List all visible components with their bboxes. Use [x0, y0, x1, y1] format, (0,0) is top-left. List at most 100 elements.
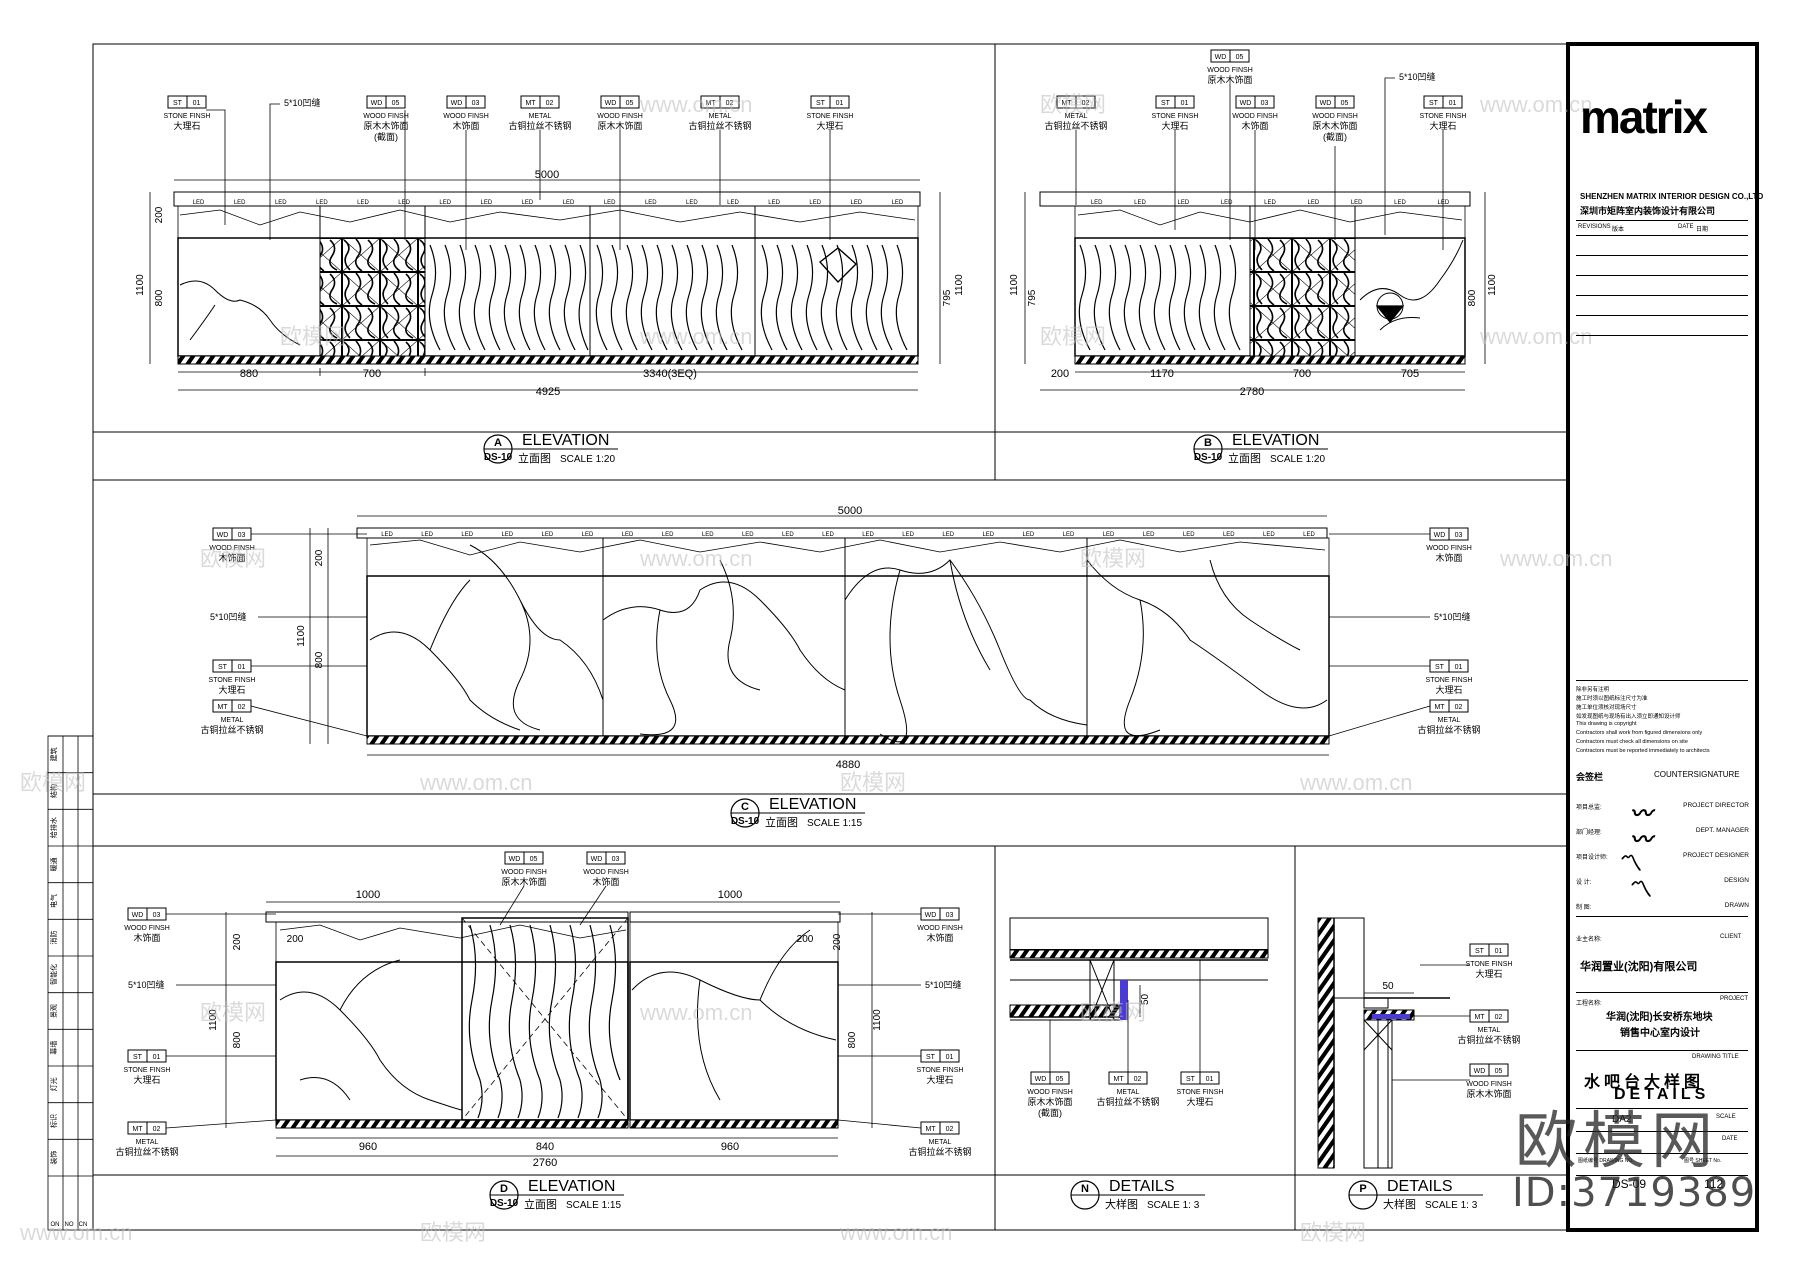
led-label: LED: [862, 532, 874, 538]
led-label: LED: [1264, 200, 1276, 206]
tag-type: METAL: [529, 113, 552, 120]
note-c-groove-left: 5*10凹缝: [210, 611, 247, 622]
company-name-cn: 深圳市矩阵室内装饰设计有限公司: [1580, 206, 1716, 216]
tag-type: METAL: [1065, 113, 1088, 120]
tag-code: WD: [132, 912, 144, 919]
dim-d-1000-right: 1000: [718, 889, 742, 901]
dim-d-840: 840: [536, 1141, 554, 1153]
revisions-table: REVISIONS 版本 DATE 日期: [1576, 220, 1748, 357]
strip-footer: NO: [65, 1222, 74, 1228]
tag-material: 大理石: [1475, 968, 1502, 979]
led-label: LED: [902, 532, 914, 538]
revision-row: [1576, 275, 1748, 276]
tag-number: 05: [1056, 1076, 1064, 1083]
rev-h3: DATE: [1678, 224, 1694, 230]
tag-type: STONE FINSH: [164, 113, 211, 120]
dim-a-800: 800: [154, 289, 165, 306]
tag-material: 大理石: [218, 684, 245, 695]
view-title-cn: 立面图: [518, 451, 551, 465]
tag-material: 古铜拉丝不锈钢: [115, 1146, 178, 1157]
tag-material-note: (截面): [1323, 131, 1347, 142]
rev-h2: 版本: [1612, 227, 1625, 233]
strip-item: 智能化: [49, 964, 58, 985]
role-label-en: DRAWN: [1724, 902, 1749, 909]
led-label: LED: [662, 532, 674, 538]
watermark-text: 欧模网: [1080, 1000, 1146, 1025]
left-strip: [47, 735, 94, 1231]
revision-row: [1576, 295, 1748, 296]
tag-type: STONE FINSH: [917, 1067, 964, 1074]
tag-number: 02: [1082, 100, 1090, 107]
view-scale: SCALE 1:15: [566, 1200, 621, 1211]
led-label: LED: [702, 532, 714, 538]
tag-number: 01: [1449, 100, 1457, 107]
dim-d-1100-r: 1100: [872, 1009, 883, 1031]
role-label-en: PROJECT DESIGNER: [1683, 852, 1749, 859]
tag-code: WD: [1320, 100, 1332, 107]
revision-row: [1576, 315, 1748, 316]
metal-trim-mark: [1120, 980, 1128, 1020]
tag-type: STONE FINSH: [1420, 113, 1467, 120]
detail-p: 50: [1317, 917, 1470, 1169]
dim-a-total: 5000: [535, 169, 559, 181]
tag-type: WOOD FINSH: [363, 113, 409, 120]
drawing-title: 水吧台大样图: [1584, 1074, 1705, 1091]
dim-d-200-right: 200: [797, 934, 814, 945]
strip-item: 幕墙: [49, 1041, 58, 1055]
dim-b-800: 800: [1467, 289, 1478, 306]
client-divider: [1576, 916, 1748, 917]
led-label: LED: [822, 532, 834, 538]
tag-code: WD: [371, 100, 383, 107]
role-label-cn: 制 图:: [1576, 905, 1592, 911]
tag-material: 原木木饰面: [1312, 120, 1357, 131]
tag-material: 木饰面: [218, 552, 245, 563]
led-label: LED: [480, 200, 492, 206]
tag-number: 03: [1455, 532, 1463, 539]
strip-item: 暖通: [49, 857, 58, 871]
tag-material: 木饰面: [452, 120, 479, 131]
watermark-text: 欧模网: [200, 1000, 266, 1025]
note-d-groove-left: 5*10凹缝: [128, 979, 165, 990]
tag-material: 原木木饰面: [1207, 74, 1252, 85]
tag-type: METAL: [929, 1139, 952, 1146]
tag-material: 大理石: [1435, 684, 1462, 695]
led-label: LED: [501, 532, 513, 538]
view-title-cn: 立面图: [765, 815, 798, 829]
tag-material: 原木木饰面: [597, 120, 642, 131]
watermark-id: ID:3719389: [1512, 1170, 1757, 1216]
tag-code: WD: [591, 856, 603, 863]
tag-type: WOOD FINSH: [917, 925, 963, 932]
tag-material: 大理石: [1161, 120, 1188, 131]
tag-code: WD: [1434, 532, 1446, 539]
tag-number: 01: [946, 1054, 954, 1061]
tag-material: 大理石: [816, 120, 843, 131]
view-title: ELEVATION: [522, 432, 609, 449]
revision-row: [1576, 235, 1748, 236]
dim-b-795: 795: [1027, 289, 1038, 306]
view-scale: SCALE 1:20: [560, 454, 615, 465]
dim-d-2760: 2760: [533, 1157, 557, 1169]
tag-number: 05: [392, 100, 400, 107]
company-logo: matrix: [1580, 91, 1708, 143]
tag-code: ST: [926, 1054, 936, 1061]
watermark-text: www.om.cn: [639, 324, 752, 349]
scale-label: SCALE: [1716, 1114, 1736, 1120]
tag-code: ST: [218, 664, 228, 671]
tag-type: WOOD FINSH: [1232, 113, 1278, 120]
